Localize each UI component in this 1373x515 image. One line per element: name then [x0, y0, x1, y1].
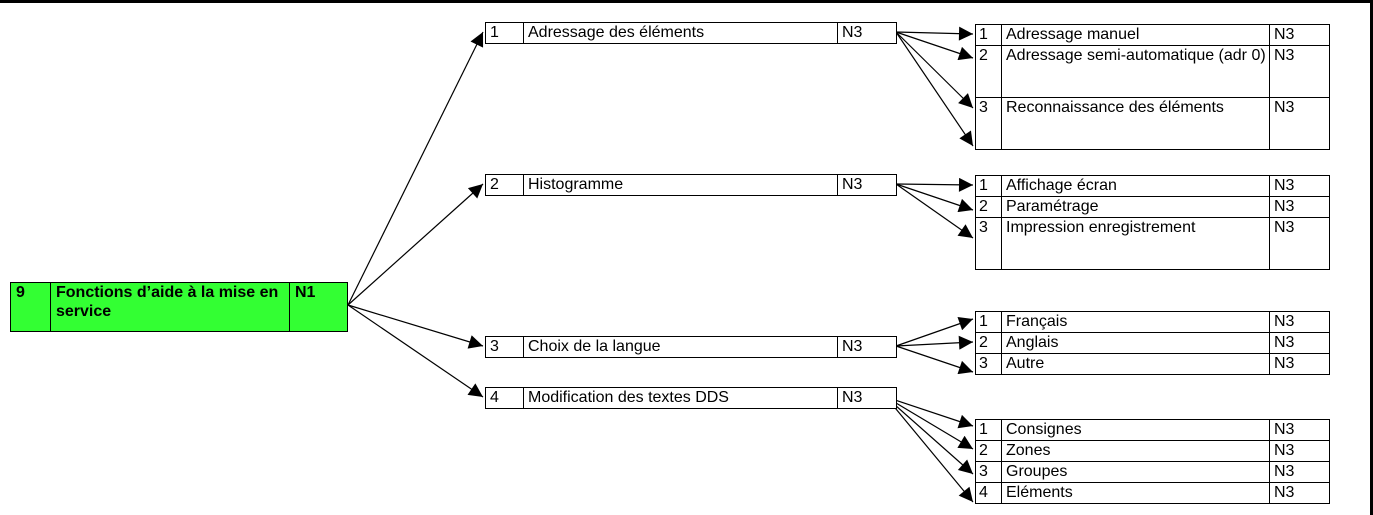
leaf-label: Français — [1001, 311, 1270, 333]
branch-level: N3 — [837, 387, 897, 409]
leaf-row: 3 Groupes N3 — [975, 461, 1330, 483]
leaf-number: 1 — [975, 419, 1002, 441]
leaf-row: 1 Français N3 — [975, 311, 1330, 333]
leaf-number: 4 — [975, 482, 1002, 504]
leaf-level: N3 — [1269, 353, 1330, 375]
leaf-row: 1 Consignes N3 — [975, 419, 1330, 441]
arrow-branch-1-leaf-2 — [895, 31, 974, 61]
leaf-level: N3 — [1269, 419, 1330, 441]
arrow-root-to-branch-2 — [347, 183, 484, 306]
leaf-label: Paramétrage — [1001, 196, 1270, 218]
leaf-level: N3 — [1269, 97, 1330, 150]
arrow-branch-1-leaf-3b — [895, 31, 974, 147]
leaf-level: N3 — [1269, 217, 1330, 270]
leaf-row: 1 Adressage manuel N3 — [975, 24, 1330, 46]
leaf-label: Adressage semi-automatique (adr 0) — [1001, 45, 1270, 98]
leaf-level: N3 — [1269, 175, 1330, 197]
arrow-root-to-branch-1 — [347, 31, 484, 306]
branch-label: Modification des textes DDS — [523, 387, 838, 409]
root-node: 9 Fonctions d’aide à la mise en service … — [10, 282, 348, 332]
leaf-row: 3 Autre N3 — [975, 353, 1330, 375]
root-level: N1 — [289, 282, 348, 332]
branch-level: N3 — [837, 336, 897, 358]
leaf-level: N3 — [1269, 45, 1330, 98]
arrow-branch-4-leaf-3 — [885, 396, 974, 475]
leaf-number: 2 — [975, 332, 1002, 354]
leaf-label: Impression enregistrement — [1001, 217, 1270, 270]
arrow-branch-2-leaf-3 — [895, 183, 974, 239]
branch-node-histogramme: 2 Histogramme N3 — [485, 174, 897, 196]
leaf-label: Groupes — [1001, 461, 1270, 483]
root-label: Fonctions d’aide à la mise en service — [50, 282, 290, 332]
leaf-label: Reconnaissance des éléments — [1001, 97, 1270, 150]
leaf-level: N3 — [1269, 24, 1330, 46]
arrow-branch-2-leaf-1 — [895, 177, 974, 192]
leaf-number: 3 — [975, 97, 1002, 150]
leaf-number: 1 — [975, 175, 1002, 197]
leaf-row: 2 Adressage semi-automatique (adr 0) N3 — [975, 45, 1330, 98]
arrow-branch-3-leaf-3 — [895, 345, 974, 375]
leaf-row: 2 Anglais N3 — [975, 332, 1330, 354]
leaf-row: 2 Zones N3 — [975, 440, 1330, 462]
leaf-number: 2 — [975, 440, 1002, 462]
leaf-level: N3 — [1269, 461, 1330, 483]
leaf-group-langue: 1 Français N3 2 Anglais N3 3 Autre N3 — [975, 311, 1330, 375]
leaf-number: 3 — [975, 461, 1002, 483]
leaf-label: Eléments — [1001, 482, 1270, 504]
leaf-level: N3 — [1269, 332, 1330, 354]
leaf-row: 2 Paramétrage N3 — [975, 196, 1330, 218]
branch-node-langue: 3 Choix de la langue N3 — [485, 336, 897, 358]
leaf-group-textes-dds: 1 Consignes N3 2 Zones N3 3 Groupes N3 4… — [975, 419, 1330, 504]
leaf-level: N3 — [1269, 311, 1330, 333]
leaf-group-histogramme: 1 Affichage écran N3 2 Paramétrage N3 3 … — [975, 175, 1330, 270]
leaf-number: 1 — [975, 311, 1002, 333]
leaf-row: 4 Eléments N3 — [975, 482, 1330, 504]
leaf-number: 3 — [975, 353, 1002, 375]
frame-right-border — [1370, 0, 1373, 515]
leaf-label: Affichage écran — [1001, 175, 1270, 197]
leaf-number: 2 — [975, 196, 1002, 218]
leaf-label: Adressage manuel — [1001, 24, 1270, 46]
leaf-row: 3 Reconnaissance des éléments N3 — [975, 97, 1330, 150]
leaf-level: N3 — [1269, 482, 1330, 504]
leaf-label: Anglais — [1001, 332, 1270, 354]
leaf-number: 3 — [975, 217, 1002, 270]
leaf-label: Zones — [1001, 440, 1270, 462]
branch-node-adressage: 1 Adressage des éléments N3 — [485, 22, 897, 44]
leaf-number: 2 — [975, 45, 1002, 98]
branch-label: Adressage des éléments — [523, 22, 838, 44]
leaf-level: N3 — [1269, 440, 1330, 462]
leaf-group-adressage: 1 Adressage manuel N3 2 Adressage semi-a… — [975, 24, 1330, 150]
arrow-branch-4-leaf-2 — [885, 396, 974, 450]
branch-level: N3 — [837, 174, 897, 196]
leaf-level: N3 — [1269, 196, 1330, 218]
arrow-branch-3-leaf-2 — [895, 335, 974, 350]
branch-number: 1 — [485, 22, 524, 44]
leaf-row: 1 Affichage écran N3 — [975, 175, 1330, 197]
branch-node-textes-dds: 4 Modification des textes DDS N3 — [485, 387, 897, 409]
arrow-branch-4-leaf-1 — [885, 396, 974, 429]
branch-number: 2 — [485, 174, 524, 196]
arrow-branch-1-leaf-3a — [895, 31, 974, 109]
leaf-number: 1 — [975, 24, 1002, 46]
arrow-root-to-branch-3 — [347, 304, 484, 349]
leaf-label: Consignes — [1001, 419, 1270, 441]
leaf-row: 3 Impression enregistrement N3 — [975, 217, 1330, 270]
arrow-branch-2-leaf-2 — [895, 183, 974, 213]
branch-label: Histogramme — [523, 174, 838, 196]
arrow-root-to-branch-4 — [347, 304, 484, 398]
branch-number: 4 — [485, 387, 524, 409]
arrow-branch-4-leaf-4 — [885, 396, 974, 503]
arrow-branch-1-leaf-1 — [895, 26, 974, 41]
arrow-branch-3-leaf-1 — [895, 317, 974, 347]
leaf-label: Autre — [1001, 353, 1270, 375]
branch-number: 3 — [485, 336, 524, 358]
frame-top-border — [0, 0, 1373, 3]
branch-level: N3 — [837, 22, 897, 44]
branch-label: Choix de la langue — [523, 336, 838, 358]
root-number: 9 — [10, 282, 51, 332]
